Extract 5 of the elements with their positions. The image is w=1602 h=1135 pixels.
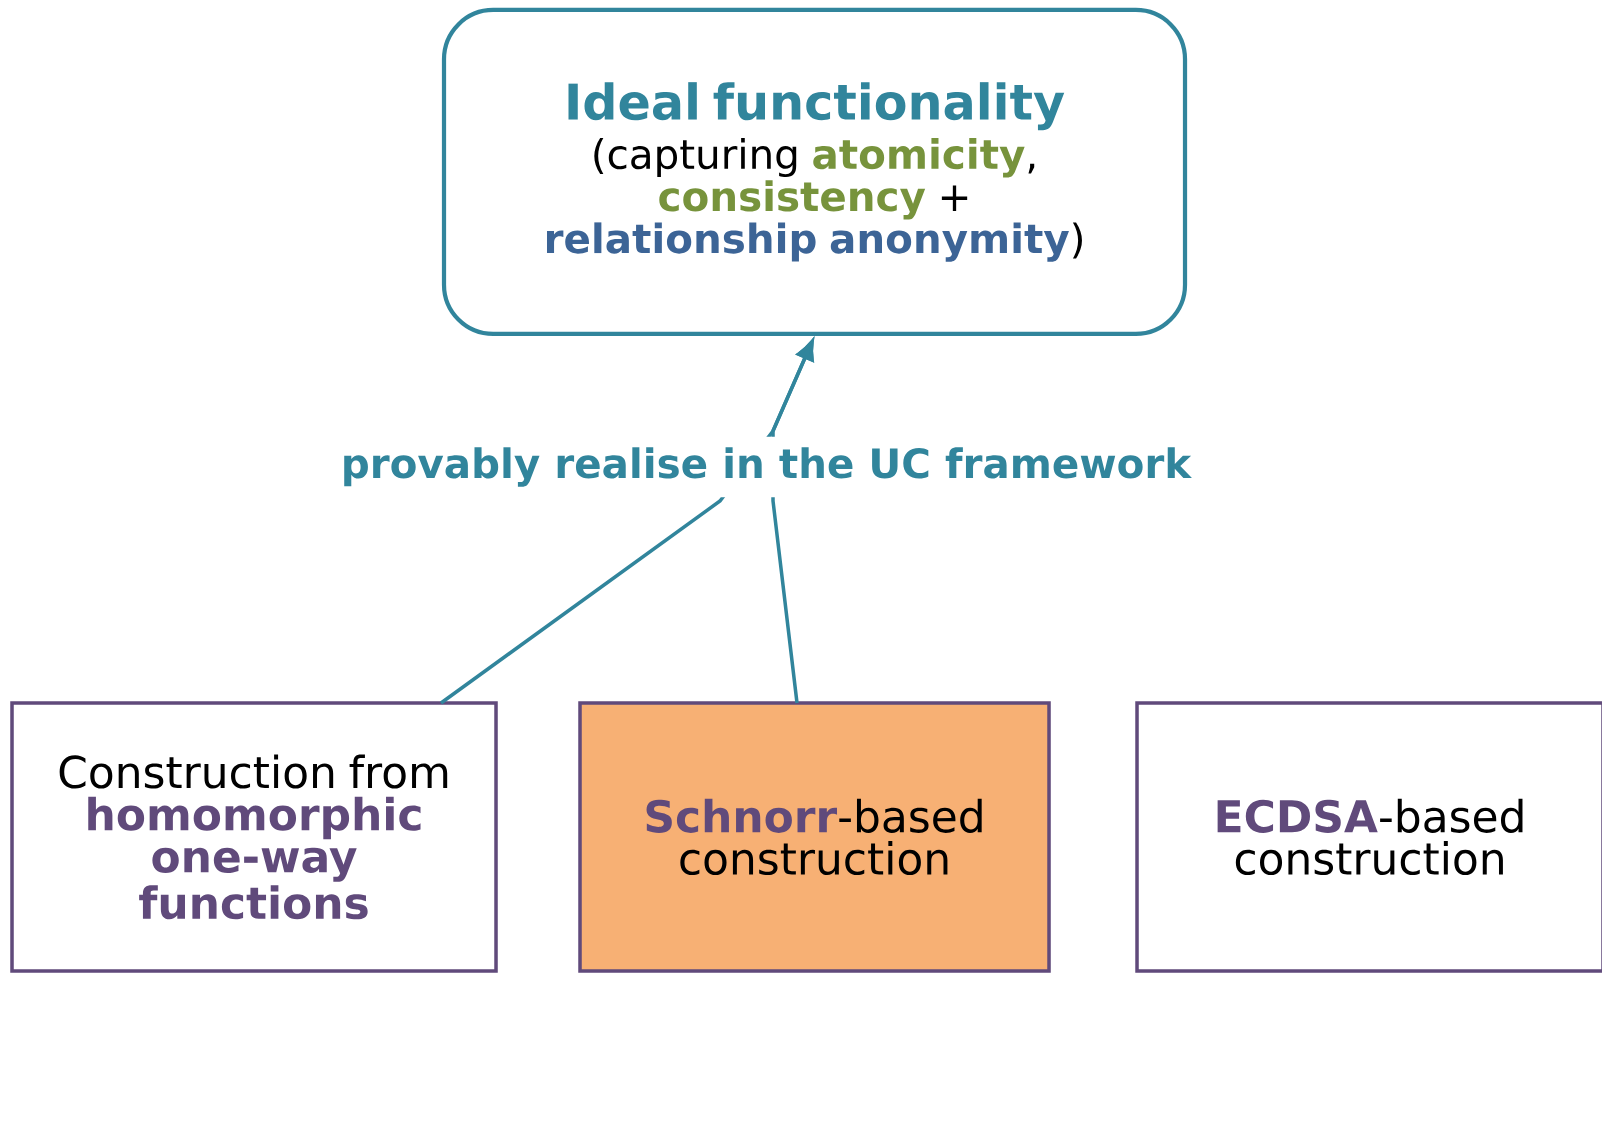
construction-box: ECDSA-based construction [1135,701,1602,973]
edge-label: provably realise in the UC framework [330,436,1202,498]
functionality-box: Ideal functionality (capturing atomicity, consistency + relationship anonymity) [441,7,1188,337]
highlighted-construction-box: Schnorr-based construction [578,701,1051,973]
construction-box: Construction from homomorphic one-way functions [10,701,498,973]
